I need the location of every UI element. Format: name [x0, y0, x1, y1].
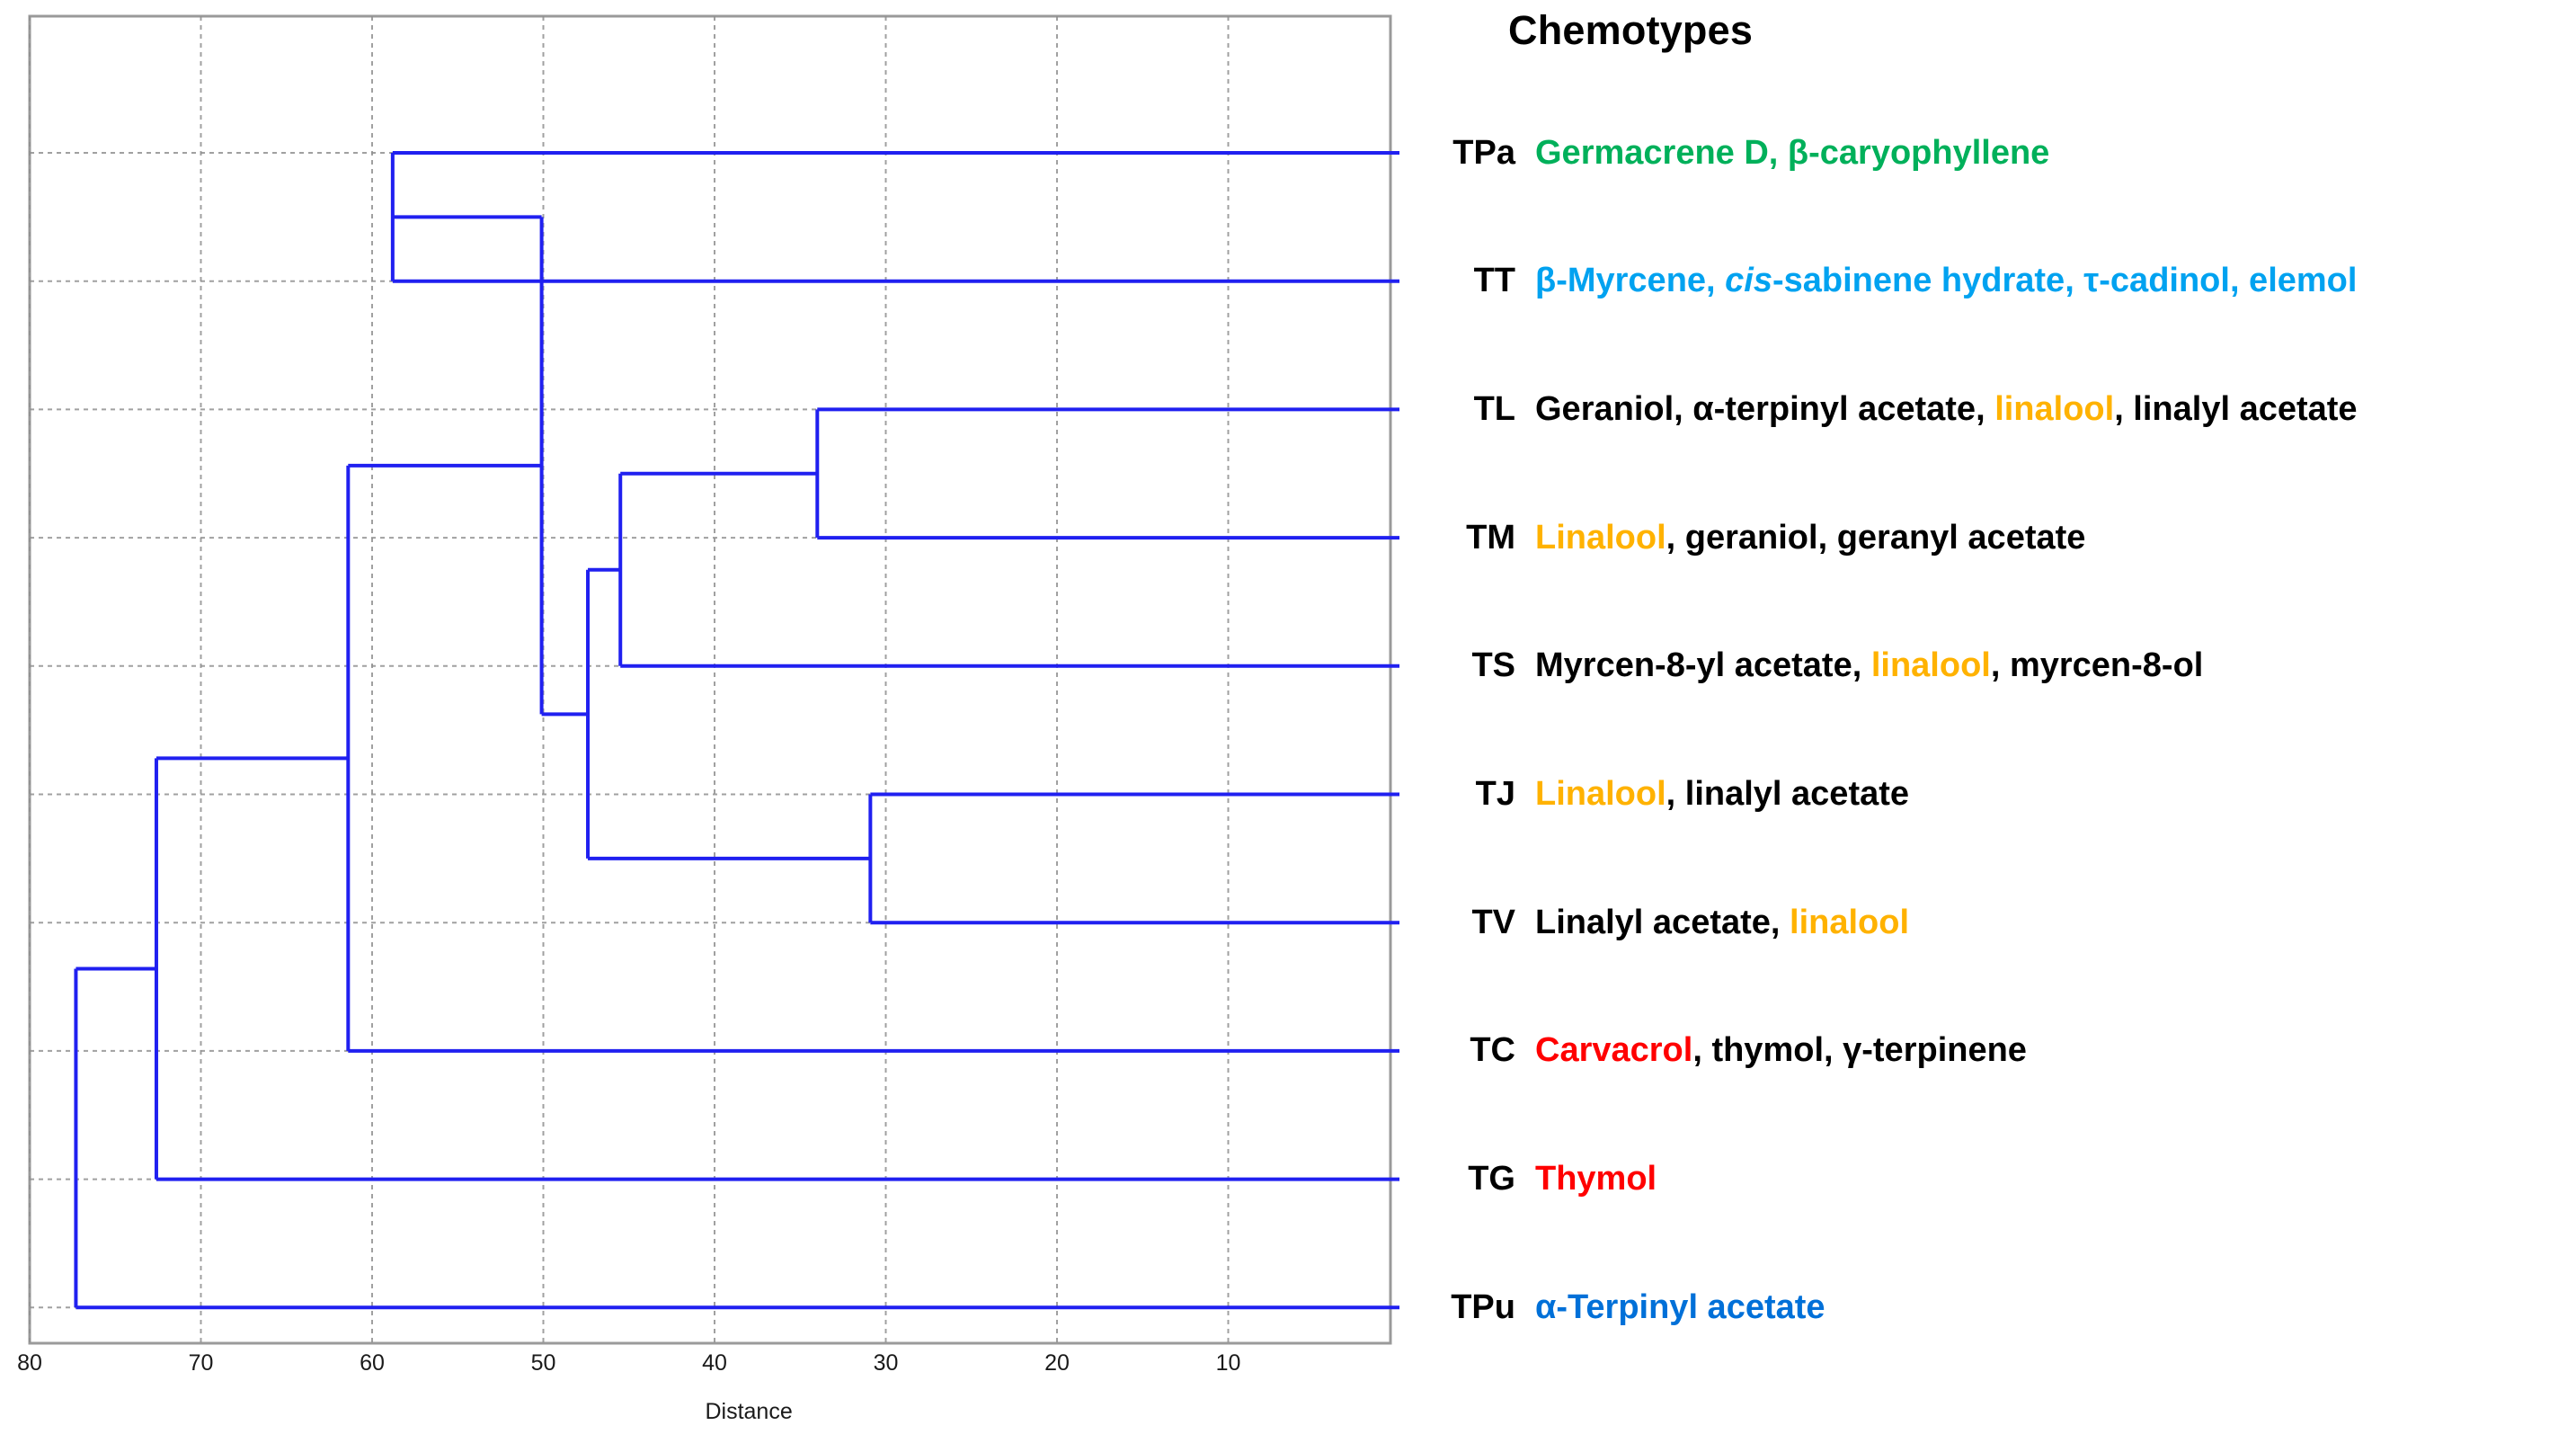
chemotype-description: Linalool, geraniol, geranyl acetate — [1535, 519, 2085, 557]
chemotypes-legend: Chemotypes TPa Germacrene D, β-caryophyll… — [1438, 0, 2576, 1452]
legend-row-tv: TV Linalyl acetate, linalool — [1438, 898, 1909, 947]
chemotype-description: α-Terpinyl acetate — [1535, 1288, 1825, 1327]
chemotype-code: TT — [1473, 262, 1515, 300]
chemotype-code: TJ — [1475, 775, 1515, 813]
chemotype-code: TM — [1466, 518, 1515, 557]
chemotype-segment: Carvacrol — [1535, 1031, 1693, 1070]
x-tick-20: 20 — [1044, 1350, 1070, 1376]
dendrogram-canvas — [28, 14, 1399, 1345]
chemotype-segment: -sabinene hydrate, τ-cadinol, elemol — [1772, 262, 2358, 300]
x-axis-title: Distance — [705, 1399, 793, 1424]
chemotype-segment: α-Terpinyl acetate — [1535, 1287, 1825, 1326]
chemotype-code: TG — [1468, 1160, 1515, 1198]
plot-frame — [28, 14, 1392, 1345]
chemotype-code: TV — [1471, 903, 1515, 941]
chemotype-description: Geraniol, α-terpinyl acetate, linalool, … — [1535, 390, 2358, 429]
chemotype-segment: Linalool — [1535, 775, 1666, 813]
legend-row-ts: TS Myrcen-8-yl acetate, linalool, myrcen-… — [1438, 642, 2203, 690]
chemotype-segment: Geraniol, α-terpinyl acetate, — [1535, 389, 1995, 428]
chemotype-code: TPa — [1452, 133, 1515, 172]
chemotype-segment: Thymol — [1535, 1160, 1657, 1198]
x-tick-40: 40 — [702, 1350, 727, 1376]
chemotype-segment: Linalyl acetate, — [1535, 903, 1790, 941]
x-tick-30: 30 — [873, 1350, 899, 1376]
legend-row-tl: TL Geraniol, α-terpinyl acetate, linalool… — [1438, 385, 2358, 433]
chemotype-segment: Germacrene D, β-caryophyllene — [1535, 133, 2050, 172]
x-tick-70: 70 — [188, 1350, 214, 1376]
chemotype-description: Carvacrol, thymol, γ-terpinene — [1535, 1031, 2027, 1070]
chemotype-segment: Myrcen-8-yl acetate, — [1535, 646, 1871, 685]
chemotype-description: β-Myrcene, cis-sabinene hydrate, τ-cadin… — [1535, 262, 2357, 300]
legend-row-tpa: TPa Germacrene D, β-caryophyllene — [1438, 129, 2049, 177]
grid-lines — [29, 16, 1390, 1343]
chemotype-segment: β-Myrcene, — [1535, 262, 1726, 300]
legend-row-tc: TC Carvacrol, thymol, γ-terpinene — [1438, 1027, 2027, 1075]
x-tick-80: 80 — [17, 1350, 42, 1376]
chemotype-segment: linalool — [1870, 646, 1991, 685]
x-tick-50: 50 — [530, 1350, 556, 1376]
chemotype-description: Linalyl acetate, linalool — [1535, 904, 1909, 942]
chemotype-description: Germacrene D, β-caryophyllene — [1535, 134, 2049, 173]
chemotype-segment: cis — [1725, 262, 1772, 300]
legend-row-tm: TM Linalool, geraniol, geranyl acetate — [1438, 513, 2085, 562]
chemotype-description: Thymol — [1535, 1160, 1657, 1198]
dendrogram-links — [74, 151, 1399, 1310]
legend-row-tj: TJ Linalool, linalyl acetate — [1438, 771, 1909, 819]
chemotype-segment: linalool — [1994, 389, 2115, 428]
chemotype-segment: , geraniol, geranyl acetate — [1666, 518, 2086, 557]
legend-title: Chemotypes — [1508, 7, 1754, 53]
chemotype-code: TC — [1470, 1031, 1515, 1070]
chemotype-code: TPu — [1451, 1287, 1515, 1326]
chemotype-description: Linalool, linalyl acetate — [1535, 775, 1909, 814]
legend-row-tpu: TPu α-Terpinyl acetate — [1438, 1283, 1825, 1332]
chemotype-code: TL — [1473, 389, 1515, 428]
chemotype-segment: , linalyl acetate — [2114, 389, 2358, 428]
chemotype-segment: Linalool — [1535, 518, 1666, 557]
chemotype-segment: , linalyl acetate — [1666, 775, 1910, 813]
legend-row-tt: TT β-Myrcene, cis-sabinene hydrate, τ-cad… — [1438, 257, 2358, 306]
chemotype-segment: , myrcen-8-ol — [1990, 646, 2204, 685]
x-tick-60: 60 — [360, 1350, 385, 1376]
chemotype-segment: linalool — [1790, 903, 1910, 941]
chemotype-code: TS — [1471, 646, 1515, 685]
legend-row-tg: TG Thymol — [1438, 1155, 1657, 1204]
chemotype-segment: , thymol, γ-terpinene — [1692, 1031, 2027, 1070]
x-tick-10: 10 — [1215, 1350, 1241, 1376]
chemotype-description: Myrcen-8-yl acetate, linalool, myrcen-8-… — [1535, 646, 2203, 685]
dendrogram-plot: 80 70 60 50 40 30 20 10 Distance — [17, 14, 1399, 1424]
